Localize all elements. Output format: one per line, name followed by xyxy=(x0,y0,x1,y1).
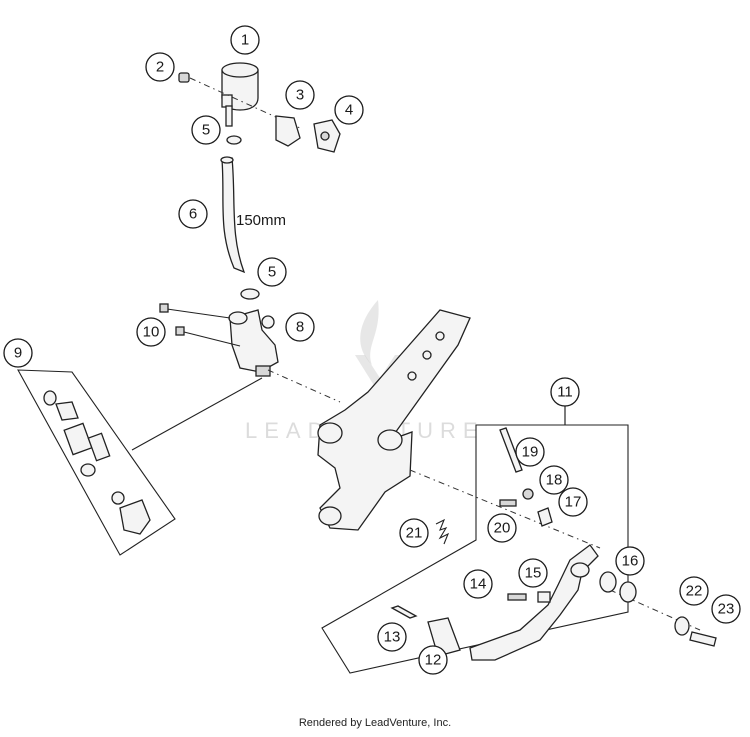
svg-text:9: 9 xyxy=(14,345,22,362)
callout-22: 22 xyxy=(679,576,709,606)
svg-text:11: 11 xyxy=(557,384,573,401)
svg-text:19: 19 xyxy=(522,444,539,461)
svg-text:1: 1 xyxy=(241,32,249,49)
svg-text:20: 20 xyxy=(494,520,511,537)
seal-kit-box xyxy=(17,369,176,556)
credit-text: Rendered by LeadVenture, Inc. xyxy=(298,717,452,729)
svg-text:15: 15 xyxy=(525,565,542,582)
callout-6: 6 xyxy=(178,199,208,229)
callout-9: 9 xyxy=(3,338,33,368)
callout-2: 2 xyxy=(145,52,175,82)
callout-13: 13 xyxy=(377,622,407,652)
callout-18: 18 xyxy=(539,465,569,495)
svg-text:6: 6 xyxy=(189,206,197,223)
callout-19: 19 xyxy=(515,437,545,467)
callout-17: 17 xyxy=(558,487,588,517)
callout-1: 1 xyxy=(230,25,260,55)
brake-lever-box xyxy=(321,400,629,674)
callout-23: 23 xyxy=(711,594,741,624)
svg-text:21: 21 xyxy=(406,525,423,542)
axis-line-upper xyxy=(409,469,601,549)
master-cylinder xyxy=(159,303,341,403)
svg-text:3: 3 xyxy=(296,87,304,104)
callout-16: 16 xyxy=(615,546,645,576)
svg-text:5: 5 xyxy=(268,264,276,281)
hose-clamp-lower xyxy=(240,288,260,300)
svg-text:13: 13 xyxy=(384,629,401,646)
svg-text:5: 5 xyxy=(202,122,210,139)
svg-text:22: 22 xyxy=(686,583,703,600)
svg-text:23: 23 xyxy=(718,601,735,618)
svg-text:12: 12 xyxy=(425,652,442,669)
return-spring xyxy=(435,518,450,545)
callout-4: 4 xyxy=(334,95,364,125)
svg-text:16: 16 xyxy=(622,553,639,570)
leader-line-9 xyxy=(131,377,263,451)
hose-length-label: 150mm xyxy=(236,212,286,229)
callout-20: 20 xyxy=(487,513,517,543)
callout-15: 15 xyxy=(518,558,548,588)
svg-text:14: 14 xyxy=(470,576,487,593)
brake-hose xyxy=(220,156,246,274)
svg-text:2: 2 xyxy=(156,59,164,76)
reservoir-assembly xyxy=(178,62,341,153)
callout-3: 3 xyxy=(285,80,315,110)
callout-11: 11 xyxy=(550,377,580,407)
callout-5-upper: 5 xyxy=(191,115,221,145)
callout-8: 8 xyxy=(285,312,315,342)
callout-14: 14 xyxy=(463,569,493,599)
brake-lever-parts xyxy=(390,427,717,661)
footrest-bracket xyxy=(317,309,471,531)
callout-5-lower: 5 xyxy=(257,257,287,287)
callout-21: 21 xyxy=(399,518,429,548)
svg-text:4: 4 xyxy=(345,102,353,119)
svg-text:18: 18 xyxy=(546,472,563,489)
callout-12: 12 xyxy=(418,645,448,675)
svg-text:17: 17 xyxy=(565,494,582,511)
svg-text:10: 10 xyxy=(143,324,160,341)
svg-text:8: 8 xyxy=(296,319,304,336)
callout-10: 10 xyxy=(136,317,166,347)
